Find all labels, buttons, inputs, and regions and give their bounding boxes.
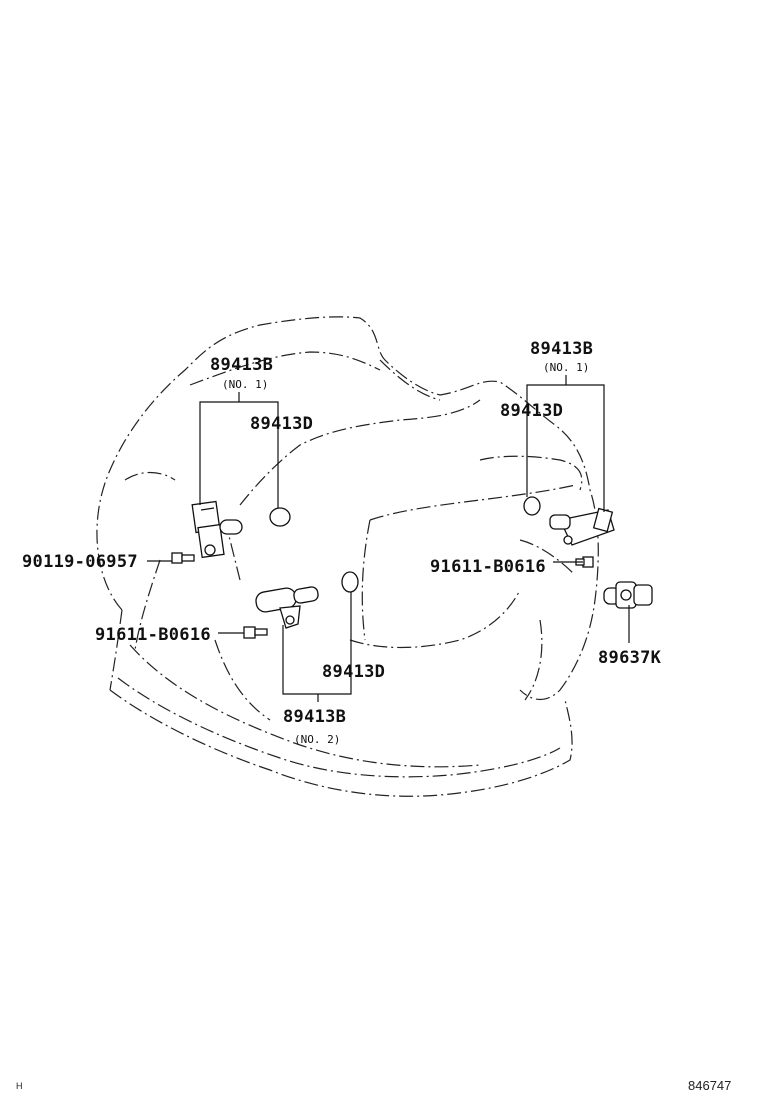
o-ring-right — [523, 496, 541, 516]
label-switch-right: 89637K — [598, 648, 662, 668]
label-bolt-right: 91611-B0616 — [430, 557, 546, 577]
o-ring-center — [341, 571, 359, 593]
bolt-left-top — [171, 552, 195, 564]
label-bolt-left-top: 90119-06957 — [22, 552, 138, 572]
bolt-left-bottom — [243, 626, 268, 639]
callout-labels: 89413B (NO. 1) 89413D 90119-06957 91611-… — [22, 339, 662, 746]
label-oring-center: 89413D — [322, 662, 385, 682]
o-ring-left — [269, 507, 291, 527]
pressure-switch-right — [603, 581, 653, 609]
label-sensor-no1-right: 89413B — [530, 339, 593, 359]
label-sensor-no2: 89413B — [283, 707, 346, 727]
figure-id: 846747 — [688, 1078, 731, 1093]
label-oring-right: 89413D — [500, 401, 563, 421]
leader-lines — [147, 375, 630, 702]
label-bolt-left-bottom: 91611-B0616 — [95, 625, 211, 645]
note-sensor-no2: (NO. 2) — [294, 733, 340, 746]
transmission-outline — [96, 316, 599, 797]
label-oring-left: 89413D — [250, 414, 313, 434]
speed-sensor-no1-right — [549, 507, 615, 546]
footer-left-mark: H — [16, 1081, 23, 1091]
note-sensor-no1-left: (NO. 1) — [222, 378, 268, 391]
label-sensor-no1-left: 89413B — [210, 355, 273, 375]
speed-sensor-no2 — [255, 586, 319, 629]
note-sensor-no1-right: (NO. 1) — [543, 361, 589, 374]
speed-sensor-no1-left — [191, 500, 243, 559]
